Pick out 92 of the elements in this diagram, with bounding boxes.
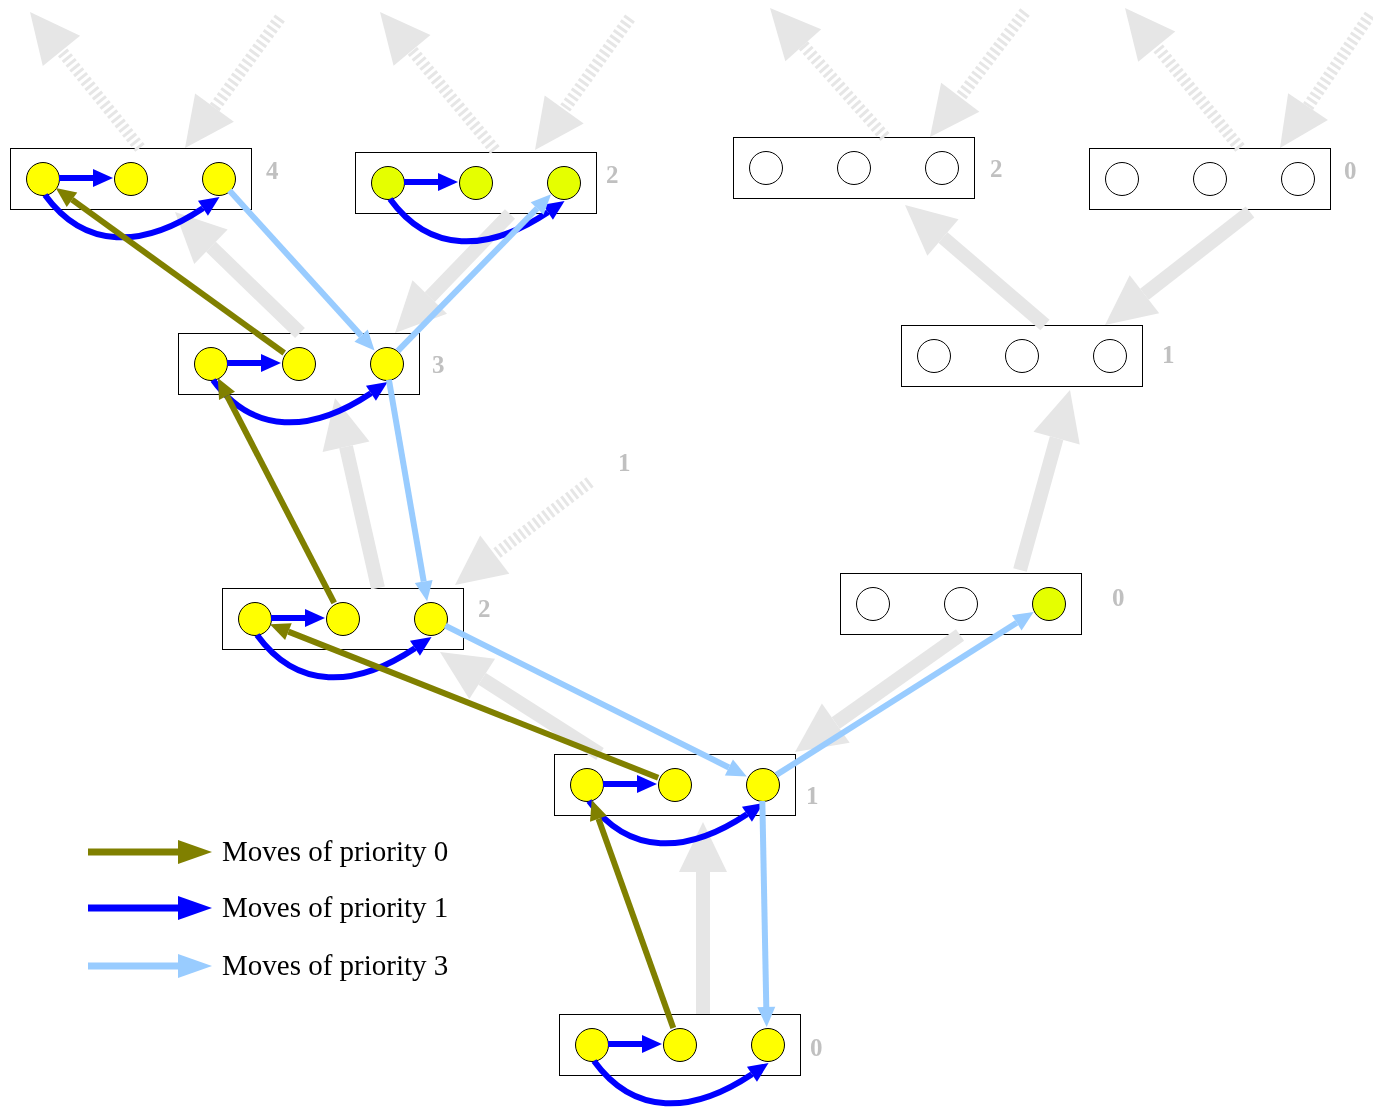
dashed-arrow [770, 8, 890, 141]
arrow [254, 633, 432, 681]
legend-text: Moves of priority 0 [222, 837, 449, 866]
state-box [355, 152, 597, 214]
state-box [178, 333, 420, 395]
token-circle [746, 768, 780, 802]
token-circle [414, 602, 448, 636]
arrow [217, 378, 337, 605]
arrow [404, 173, 458, 191]
arrow [608, 1035, 662, 1053]
token-circle [26, 162, 60, 196]
state-box [222, 588, 464, 650]
arrow [271, 609, 325, 627]
arrow [227, 188, 375, 351]
arrow [590, 800, 677, 1029]
token-circle [1105, 162, 1139, 196]
arrow [795, 629, 965, 752]
dashed-arrow [1125, 8, 1245, 152]
arrow [591, 1059, 769, 1107]
box-number: 1 [806, 783, 819, 808]
token-circle [575, 1028, 609, 1062]
token-circle [1032, 587, 1066, 621]
dashed-arrow [930, 8, 1030, 137]
box-number: 0 [1344, 158, 1357, 183]
box-number: 2 [990, 156, 1003, 181]
token-circle [570, 768, 604, 802]
arrow [210, 378, 388, 426]
token-circle [326, 602, 360, 636]
legend-text: Moves of priority 3 [222, 951, 449, 980]
arrow [1013, 390, 1080, 572]
state-box [733, 137, 975, 199]
arrow [59, 169, 113, 187]
token-circle [1193, 162, 1227, 196]
arrow [440, 652, 604, 760]
box-number: 1 [1162, 342, 1175, 367]
token-circle [238, 602, 272, 636]
arrow [395, 194, 552, 353]
token-circle [658, 768, 692, 802]
arrow [42, 193, 220, 241]
token-circle [663, 1028, 697, 1062]
token-circle [1005, 339, 1039, 373]
arrow [395, 209, 516, 333]
dashed-arrow [30, 12, 145, 152]
token-circle [547, 166, 581, 200]
token-circle [837, 151, 871, 185]
arrow [322, 398, 385, 590]
box-number: 2 [478, 596, 491, 621]
arrow [55, 187, 286, 356]
state-box [1089, 148, 1331, 210]
state-box [901, 325, 1143, 387]
token-circle [925, 151, 959, 185]
box-number: 3 [432, 352, 445, 377]
dashed-arrow [455, 477, 594, 585]
arrow [679, 822, 727, 1014]
token-circle [856, 587, 890, 621]
token-circle [194, 347, 228, 381]
state-box [840, 573, 1082, 635]
arrow [175, 212, 305, 339]
state-box [559, 1014, 801, 1076]
token-circle [370, 347, 404, 381]
box-number: 0 [810, 1035, 823, 1060]
token-circle [282, 347, 316, 381]
token-circle [749, 151, 783, 185]
arrow [757, 800, 776, 1027]
box-number: 4 [266, 158, 279, 183]
arrow [1105, 206, 1255, 325]
arrow [387, 197, 565, 245]
dashed-arrow [380, 12, 500, 154]
token-circle [1093, 339, 1127, 373]
box-number: 2 [606, 162, 619, 187]
token-circle [371, 166, 405, 200]
arrow [227, 354, 281, 372]
token-circle [202, 162, 236, 196]
arrow [603, 775, 657, 793]
state-box [554, 754, 796, 816]
arrow [269, 623, 660, 781]
dashed-arrow [535, 14, 635, 150]
token-circle [917, 339, 951, 373]
arrow [443, 622, 747, 777]
box-number: 0 [1112, 585, 1125, 610]
state-box [10, 148, 252, 210]
token-circle [114, 162, 148, 196]
token-circle [944, 587, 978, 621]
arrow [774, 612, 1034, 778]
token-circle [751, 1028, 785, 1062]
token-circle [1281, 162, 1315, 196]
legend-text: Moves of priority 1 [222, 893, 449, 922]
arrow [385, 379, 433, 602]
arrow [905, 205, 1050, 331]
token-circle [459, 166, 493, 200]
dashed-arrow [185, 14, 285, 148]
dashed-arrow [1280, 11, 1373, 148]
